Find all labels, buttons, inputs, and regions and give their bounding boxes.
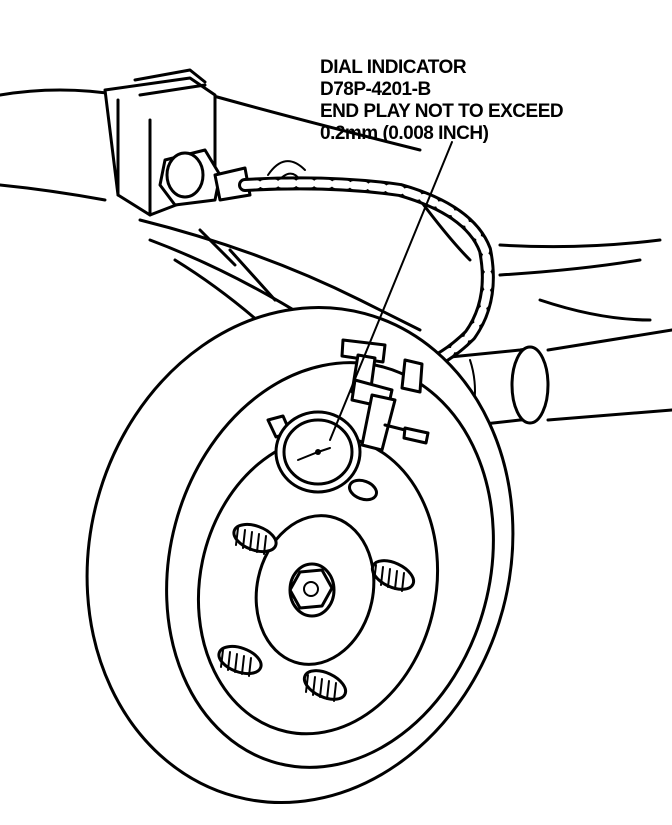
callout-title: DIAL INDICATOR	[320, 57, 467, 78]
dial-indicator-gauge	[266, 410, 362, 494]
lug-stud	[347, 478, 379, 502]
dial-indicator-callout: DIAL INDICATOR D78P-4201-B END PLAY NOT …	[320, 57, 564, 145]
callout-spec-line: END PLAY NOT TO EXCEED	[320, 101, 564, 122]
lug-studs	[217, 478, 416, 702]
callout-part-number: D78P-4201-B	[320, 79, 431, 100]
callout-spec-value: 0.2mm (0.008 INCH)	[320, 123, 489, 144]
lug-stud	[302, 669, 348, 702]
flexible-arm	[238, 176, 495, 377]
axle-shaft	[418, 328, 672, 432]
callout-leader-line	[329, 141, 453, 441]
magnetic-base	[158, 148, 252, 207]
lug-stud	[217, 644, 263, 677]
indicator-clamp	[340, 338, 430, 452]
lug-stud	[370, 559, 416, 592]
lug-stud	[232, 522, 278, 555]
